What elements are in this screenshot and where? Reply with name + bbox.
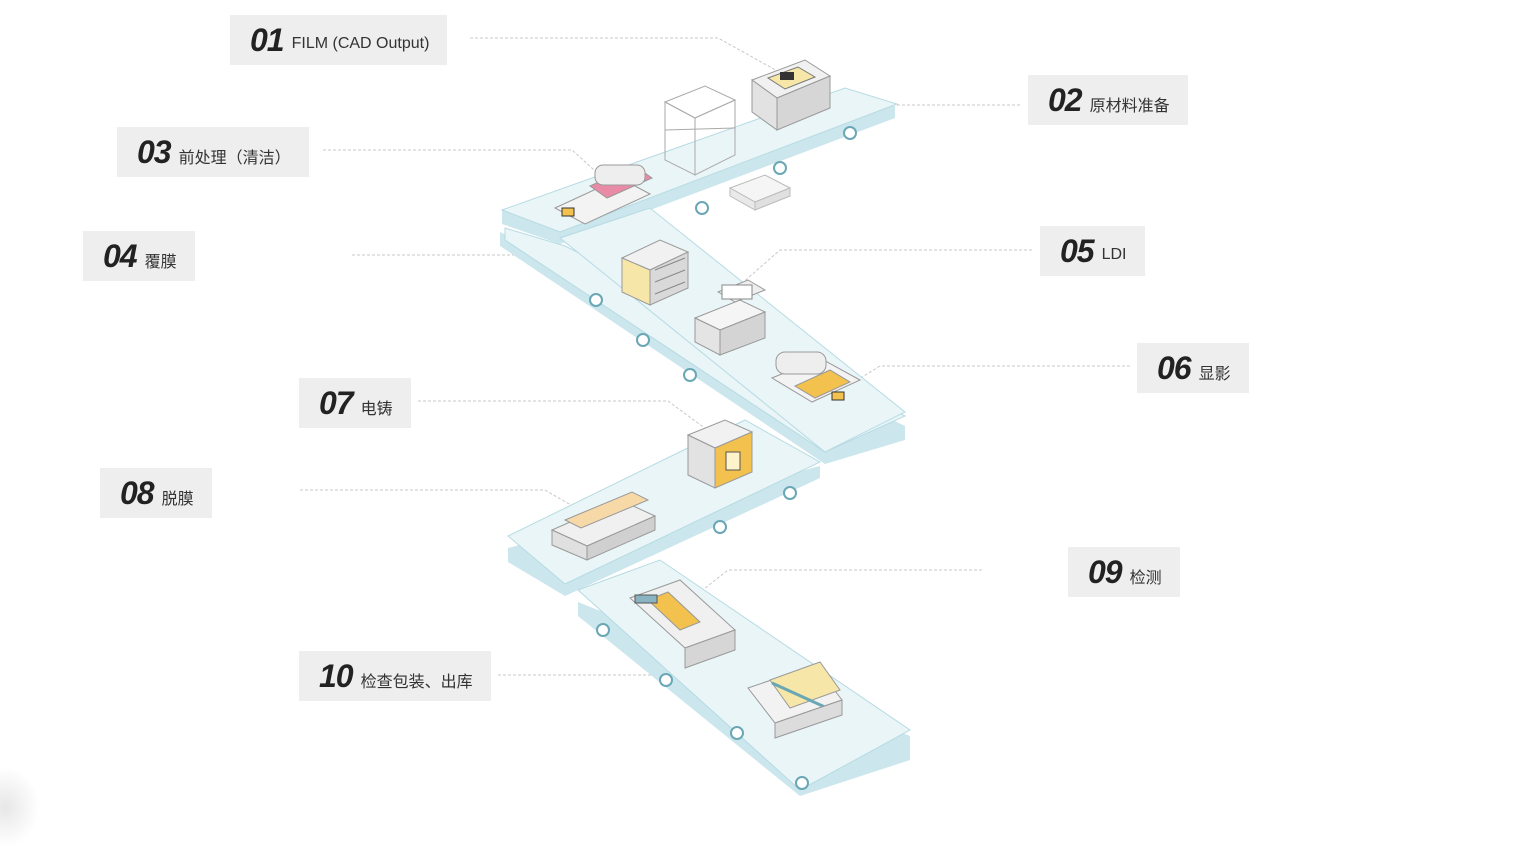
leader-line-03 — [323, 149, 606, 181]
step-label-10: 10 检查包装、出库 — [299, 651, 491, 701]
roller — [659, 673, 673, 687]
step-number: 10 — [319, 658, 354, 694]
step-label-03: 03 前处理（清洁） — [117, 127, 309, 177]
machine-storage-box-icon — [728, 174, 792, 211]
roller — [773, 161, 787, 175]
step-number: 02 — [1048, 82, 1083, 118]
step-label-08: 08 脱膜 — [100, 468, 212, 518]
roller — [596, 623, 610, 637]
machine-material-rack-icon — [663, 85, 737, 176]
leader-line-08 — [300, 489, 589, 516]
step-label-01: 01 FILM (CAD Output) — [230, 15, 448, 65]
machine-developer-icon — [770, 351, 862, 403]
step-text: 前处理（清洁） — [178, 150, 291, 167]
machine-packaging-icon — [747, 661, 843, 739]
step-text: 脱膜 — [161, 491, 194, 508]
roller — [713, 520, 727, 534]
leader-line-09 — [689, 569, 982, 601]
machine-film-printer-icon — [750, 59, 832, 131]
machine-electroforming-icon — [686, 419, 754, 489]
step-text: 覆膜 — [144, 254, 177, 271]
step-number: 05 — [1060, 233, 1095, 269]
step-number: 04 — [103, 238, 138, 274]
leader-line-01 — [470, 37, 791, 79]
leader-line-05 — [739, 249, 1032, 286]
step-label-06: 06 显影 — [1137, 343, 1249, 393]
step-text: 检查包装、出库 — [360, 674, 473, 691]
step-text: LDI — [1101, 246, 1127, 263]
machine-pretreatment-icon — [553, 164, 654, 225]
machine-laminator-icon — [620, 239, 690, 306]
step-text: 原材料准备 — [1089, 98, 1170, 115]
conveyor-segment-4 — [577, 559, 911, 791]
roller — [795, 776, 809, 790]
roller — [730, 726, 744, 740]
conveyor-segment-3 — [507, 419, 822, 585]
step-label-04: 04 覆膜 — [83, 231, 195, 281]
roller — [695, 201, 709, 215]
step-number: 08 — [120, 475, 155, 511]
machine-stripping-icon — [550, 491, 657, 561]
step-number: 07 — [319, 385, 354, 421]
process-flow-diagram — [300, 37, 1130, 796]
step-label-07: 07 电铸 — [299, 378, 411, 428]
roller — [683, 368, 697, 382]
roller — [589, 293, 603, 307]
step-text: 电铸 — [360, 401, 393, 418]
machine-inspection-icon — [629, 579, 736, 669]
step-number: 03 — [137, 134, 172, 170]
roller — [636, 333, 650, 347]
step-text: FILM (CAD Output) — [291, 35, 430, 52]
step-number: 09 — [1088, 554, 1123, 590]
roller — [843, 126, 857, 140]
leader-line-06 — [837, 365, 1130, 393]
step-number: 06 — [1157, 350, 1192, 386]
leader-line-07 — [418, 400, 711, 433]
roller — [783, 486, 797, 500]
step-text: 显影 — [1198, 366, 1231, 383]
machines — [550, 59, 862, 739]
step-label-09: 09 检测 — [1068, 547, 1180, 597]
step-label-05: 05 LDI — [1040, 226, 1145, 276]
machine-ldi-icon — [693, 279, 767, 356]
step-number: 01 — [250, 22, 285, 58]
rollers — [589, 126, 857, 790]
step-label-02: 02 原材料准备 — [1028, 75, 1188, 125]
step-text: 检测 — [1129, 570, 1162, 587]
